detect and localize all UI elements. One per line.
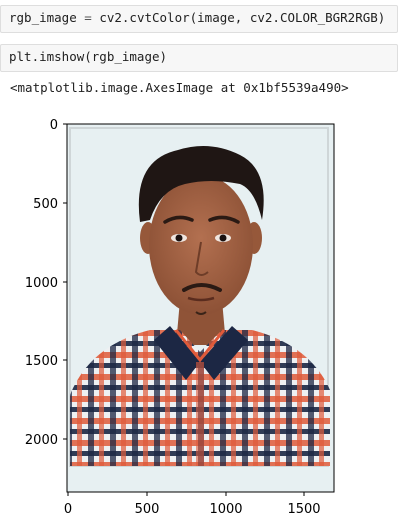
y-tick-label: 0: [50, 118, 58, 133]
code-line: plt.imshow(rgb_image): [9, 49, 168, 64]
code-cell-1[interactable]: rgb_image = cv2.cvtColor(image, cv2.COLO…: [0, 5, 398, 33]
y-tick-label: 1000: [25, 276, 58, 291]
axes-frame: [66, 123, 335, 493]
x-tick-label: 500: [135, 502, 160, 517]
y-tick-label: 2000: [25, 433, 58, 448]
imshow-plot: 0 500 1000 1500 2000 0 500 1000 1500: [25, 118, 335, 517]
x-tick-label: 0: [64, 502, 72, 517]
x-axis: 0 500 1000 1500: [64, 492, 321, 517]
y-tick-label: 1500: [25, 354, 58, 369]
code-expression: cv2.cvtColor(image, cv2.COLOR_BGR2RGB): [99, 10, 386, 25]
code-variable: rgb_image: [9, 10, 77, 25]
code-cell-2[interactable]: plt.imshow(rgb_image): [0, 44, 398, 72]
x-tick-label: 1500: [287, 502, 320, 517]
x-tick-label: 1000: [209, 502, 242, 517]
y-tick-label: 500: [33, 197, 58, 212]
y-axis: 0 500 1000 1500 2000: [25, 118, 67, 448]
code-operator: =: [84, 10, 92, 25]
photo-image: [67, 124, 334, 492]
cell-output: <matplotlib.image.AxesImage at 0x1bf5539…: [10, 80, 349, 95]
